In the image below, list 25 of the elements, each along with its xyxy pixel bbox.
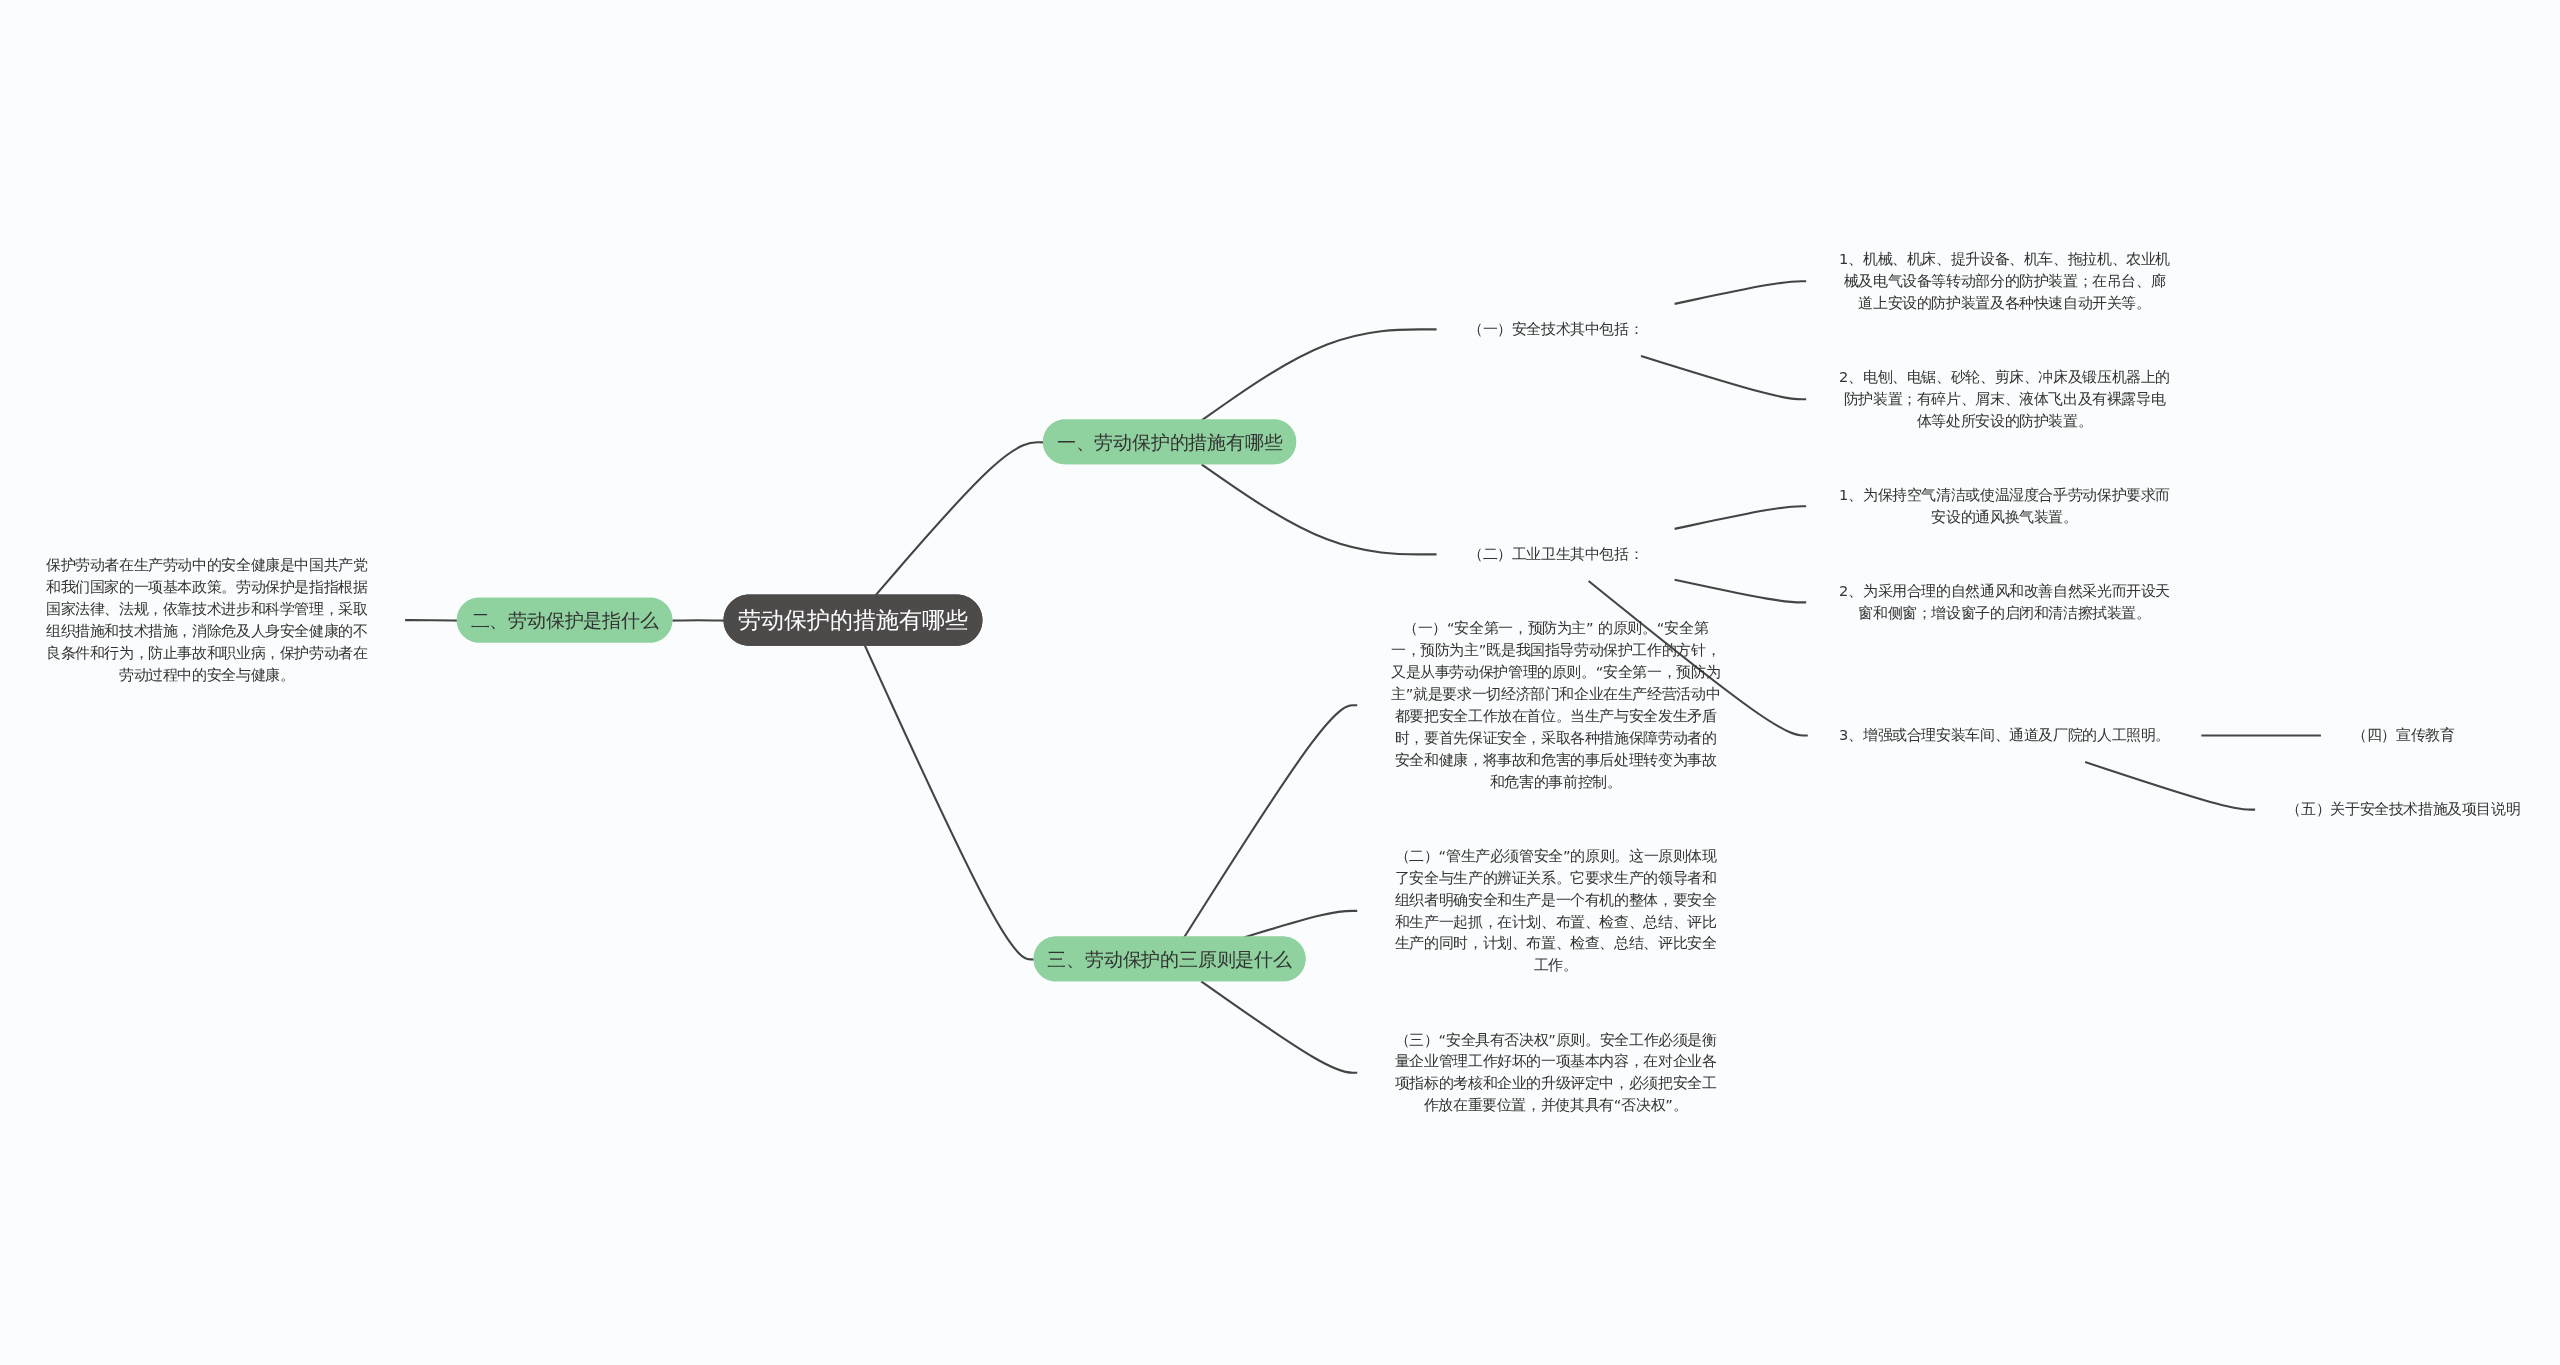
connector (1200, 463, 1437, 556)
connector (2084, 761, 2256, 811)
connector (2201, 734, 2321, 737)
node-text: （二）“管生产必须管安全”的原则。这一原则体现了安全与生产的辨证关系。它要求生产的领导者和组织者明确安全和生产是一个有机的整体，要安全和生产一起抓，在计划、布置、检查、总结、评比生产的同时，计划、布置、检查、总结、评比安全工作。 (1394, 847, 1717, 974)
connector (405, 619, 458, 622)
node-text: （三）“安全具有否决权”原则。安全工作必须是衡量企业管理工作好坏的一项基本内容，在对企业各项指标的考核和企业的升级评定中，必须把安全工作放在重要位置，并使其具有“否决权”。 (1394, 1030, 1717, 1114)
node-text: 1、为保持空气清洁或使温湿度合乎劳动保护要求而安设的通风换气装置。 (1839, 486, 2170, 526)
connector (1200, 980, 1358, 1074)
node-text: （二）工业卫生其中包括： (1467, 545, 1644, 563)
node-text: 保护劳动者在生产劳动中的安全健康是中国共产党和我们国家的一项基本政策。劳动保护是指指根据国家法律、法规，依靠技术进步和科学管理，采取组织措施和技术措施，消除危及人身安全健康的不良条件和行为，防止事故和职业病，保护劳动者在劳动过程中的安全与健康。 (45, 556, 368, 683)
connector (1674, 578, 1807, 604)
node-text: （一）安全技术其中包括： (1467, 320, 1644, 338)
connector (864, 645, 1035, 961)
node-text: 1、机械、机床、提升设备、机车、拖拉机、农业机械及电气设备等转动部分的防护装置；在吊台、廊道上安设的防护装置及各种快速自动开关等。 (1839, 250, 2170, 312)
connector (1674, 280, 1807, 305)
node-text: 2、为采用合理的自然通风和改善自然采光而开设天窗和侧窗；增设窗子的启闭和清洁擦拭装置。 (1839, 582, 2170, 622)
connector (672, 619, 725, 622)
node-text: （五）关于安全技术措施及项目说明 (2286, 800, 2521, 818)
connector (1674, 505, 1807, 530)
connector (1587, 580, 1808, 737)
node-text: 3、增强或合理安装车间、通道及厂院的人工照明。 (1839, 726, 2170, 744)
node-text: （四）宣传教育 (2352, 726, 2455, 744)
connector (1640, 354, 1807, 401)
node-text: （一）“安全第一，预防为主” 的原则。“安全第一，预防为主”既是我国指导劳动保护工作的方针，又是从事劳动保护管理的原则。“安全第一，预防为主”就是要求一切经济部门和企业在生产经营活动中都要把安全工作放在首位。当生产与安全发生矛盾时，要首先保证安全，采取各种措施保障劳动者的安全和健康，将事故和危害的事后处理转变为事故和危害的事前控制。 (1391, 619, 1721, 790)
node-text: 2、电刨、电锯、砂轮、剪床、冲床及锻压机器上的防护装置；有碎片、屑末、液体飞出及有裸露导电体等处所安设的防护装置。 (1839, 368, 2170, 430)
